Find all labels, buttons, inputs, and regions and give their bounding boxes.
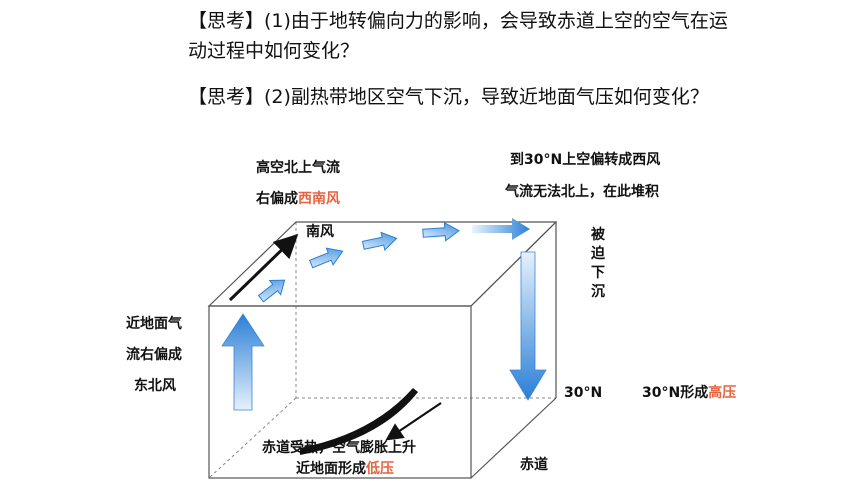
label-south-wind: 南风 (306, 224, 334, 240)
label-upper-flow-2: 右偏成西南风 (256, 191, 340, 207)
label-equator-low: 近地面形成低压 (296, 461, 394, 477)
label-equator: 赤道 (520, 457, 548, 473)
deflect-arrow-2 (309, 247, 344, 269)
question-1-line-1: 【思考】(1)由于地转偏向力的影响，会导致赤道上空的空气在运 (188, 10, 728, 32)
upper-north-arrow (228, 233, 299, 302)
label-upper-flow-1: 高空北上气流 (256, 160, 340, 176)
rising-arrow (221, 313, 265, 411)
label-30n-upper-1: 到30°N上空偏转成西风 (510, 152, 661, 168)
sinking-arrow (509, 251, 547, 401)
question-2: 【思考】(2)副热带地区空气下沉，导致近地面气压如何变化？ (188, 86, 709, 108)
surface-flow-curve (300, 388, 418, 455)
deflect-arrow-1 (257, 279, 286, 303)
label-30n: 30°N (564, 385, 603, 401)
question-1-line-2: 动过程中如何变化？ (188, 40, 360, 62)
deflect-arrow-3 (361, 231, 398, 251)
label-surface-1: 近地面气 (126, 316, 182, 332)
label-30n-high: 30°N形成高压 (642, 385, 737, 401)
westerly-arrow (472, 218, 530, 240)
label-surface-3: 东北风 (134, 378, 176, 394)
deflect-arrow-4 (422, 221, 460, 242)
label-forced-sink: 被迫下沉 (591, 227, 605, 300)
label-equator-heating: 赤道受热，空气膨胀上升 (262, 440, 416, 456)
cube-hidden-edges (208, 222, 556, 479)
surface-northeast-arrow (385, 402, 442, 441)
label-30n-upper-2: 气流无法北上，在此堆积 (505, 184, 659, 200)
label-surface-2: 流右偏成 (126, 347, 182, 363)
cube-edges (207, 221, 558, 479)
